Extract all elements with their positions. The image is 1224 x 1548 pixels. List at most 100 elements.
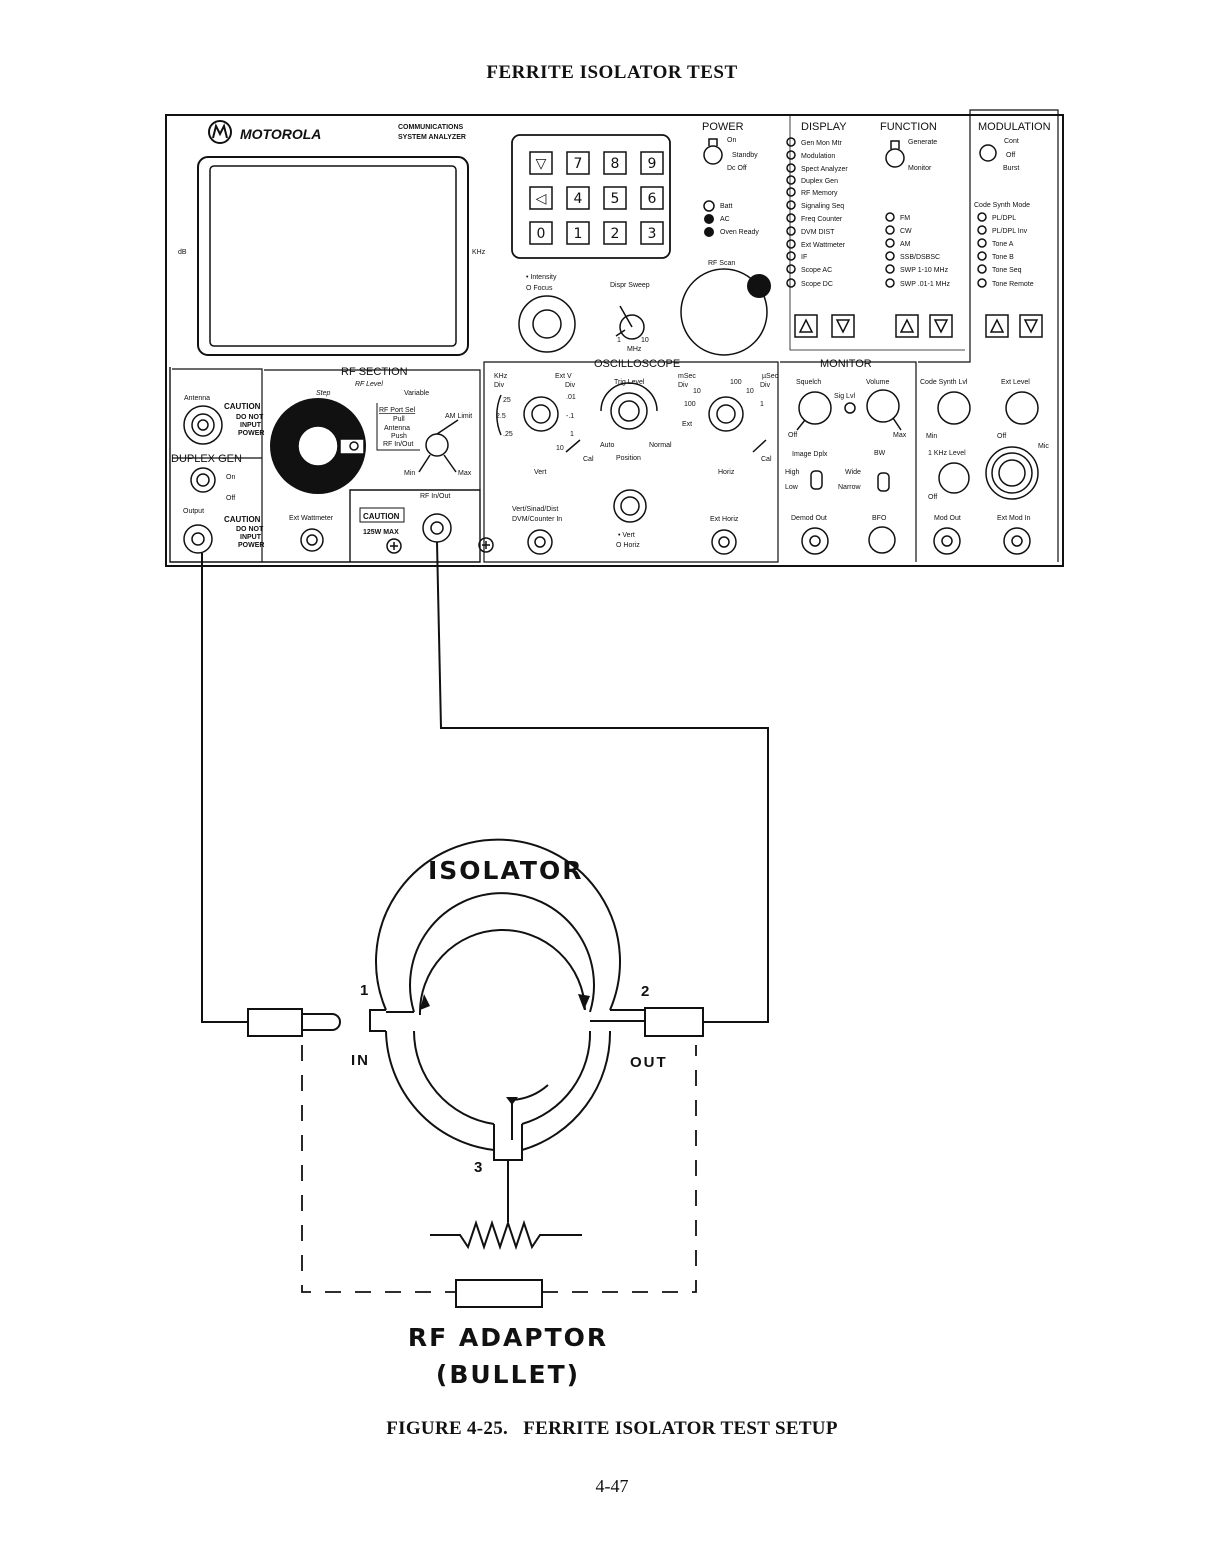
key-9[interactable] [640,151,664,175]
khz-level-knob[interactable] [938,462,970,494]
image-dplx-switch[interactable] [810,470,823,490]
dispr-1: 1 [617,337,621,344]
key-8[interactable] [603,151,627,175]
osc-usec: µSec [762,373,779,380]
ext-mod-in-label: Ext Mod In [997,515,1031,522]
rf-in-out-connector[interactable] [422,513,452,543]
focus-knob[interactable] [532,309,562,339]
antenna-input: INPUT [240,422,262,429]
mod-up-button[interactable] [985,314,1009,338]
vert-sinad-connector[interactable] [527,529,553,555]
display-down-button[interactable] [831,314,855,338]
mon-narrow: Narrow [838,484,862,491]
horiz-knob[interactable] [708,396,744,432]
rf-variable-knob[interactable] [425,433,449,457]
display-item: Duplex Gen [801,178,838,185]
mod-out-label: Mod Out [934,515,961,522]
vert-knob[interactable] [523,396,559,432]
key-9-label: 9 [648,156,657,172]
ground-terminal[interactable] [386,538,402,554]
rf-scan-handle[interactable] [747,274,771,298]
antenna-connector[interactable] [183,405,223,445]
key-7[interactable] [566,151,590,175]
power-standby: Standby [732,152,758,159]
key-5[interactable] [603,186,627,210]
ext-level-knob[interactable] [1005,391,1039,425]
key-7-label: 7 [574,156,583,172]
display-up-button[interactable] [794,314,818,338]
osc-msec: mSec [678,373,696,380]
batt-led [703,200,715,212]
vert-horiz-knob[interactable] [613,489,647,523]
key-2[interactable] [603,221,627,245]
ext-mod-in-connector[interactable] [1003,527,1031,555]
function-item: CW [900,228,912,235]
osc-cal2: Cal [761,456,772,463]
ext-wattmeter-connector[interactable] [300,528,324,552]
key-3[interactable] [640,221,664,245]
mod-down-button[interactable] [1019,314,1043,338]
ext-horiz-connector[interactable] [711,529,737,555]
mod-out-connector[interactable] [933,527,961,555]
ground-terminal-2[interactable] [478,537,494,553]
display-item: Modulation [801,153,835,160]
trig-level-knob[interactable] [610,392,648,430]
modulation-switch[interactable] [979,144,997,162]
function-switch[interactable] [885,148,905,168]
mon-high: High [785,469,800,476]
squelch-knob[interactable] [798,391,832,425]
crt-screen [197,156,469,356]
key-8-label: 8 [611,156,620,172]
bw-switch[interactable] [877,472,890,492]
port-2-connector [644,1007,704,1037]
demod-out-connector[interactable] [801,527,829,555]
key-6-label: 6 [648,191,657,207]
bfo-knob[interactable] [868,526,896,554]
duplex-switch[interactable] [190,467,216,493]
osc-vsd: Vert/Sinad/Dist [512,506,558,513]
rf-step-label: Step [316,390,331,397]
mic-connector[interactable] [985,446,1039,500]
osc-t100a: 100 [730,379,742,386]
volume-knob[interactable] [866,389,900,423]
screen-right-label: KHz [472,249,486,256]
key-0[interactable] [529,221,553,245]
focus-label: O Focus [526,285,553,292]
osc-t10b: 10 [746,388,754,395]
osc-position: Position [616,455,641,462]
mon-off: Off [788,432,797,439]
rf-scan-knob[interactable] [680,268,768,356]
antenna-do-not: DO NOT [236,414,264,421]
display-item: DVM DIST [801,229,835,236]
sig-lvl-led [844,402,856,414]
code-synth-lvl-knob[interactable] [937,391,971,425]
osc-dvm: DVM/Counter In [512,516,562,523]
power-switch[interactable] [703,145,723,165]
key-left[interactable] [529,186,553,210]
osc-ext: Ext [682,421,692,428]
osc-vert-dot: • Vert [618,532,635,539]
code-synth-lvl: Code Synth Lvl [920,379,968,386]
mon-wide: Wide [845,469,861,476]
mod-item: Tone Remote [992,281,1034,288]
model-line-1: COMMUNICATIONS [398,124,464,131]
display-item: Freq Counter [801,216,843,223]
duplex-output-connector[interactable] [183,524,213,554]
port-3-label: 3 [474,1159,482,1176]
adaptor-storage-path [301,1045,697,1293]
code-synth-mode: Code Synth Mode [974,202,1030,209]
key-1[interactable] [566,221,590,245]
key-down[interactable] [529,151,553,175]
duplex-input: INPUT [240,534,262,541]
out-label: OUT [630,1054,668,1071]
dispr-sweep-knob[interactable] [619,314,645,340]
display-item: IF [801,254,807,261]
key-4[interactable] [566,186,590,210]
display-item: Scope AC [801,267,832,274]
intensity-knob[interactable] [518,295,576,353]
key-6[interactable] [640,186,664,210]
function-title: FUNCTION [880,121,937,133]
function-down-button[interactable] [929,314,953,338]
function-up-button[interactable] [895,314,919,338]
